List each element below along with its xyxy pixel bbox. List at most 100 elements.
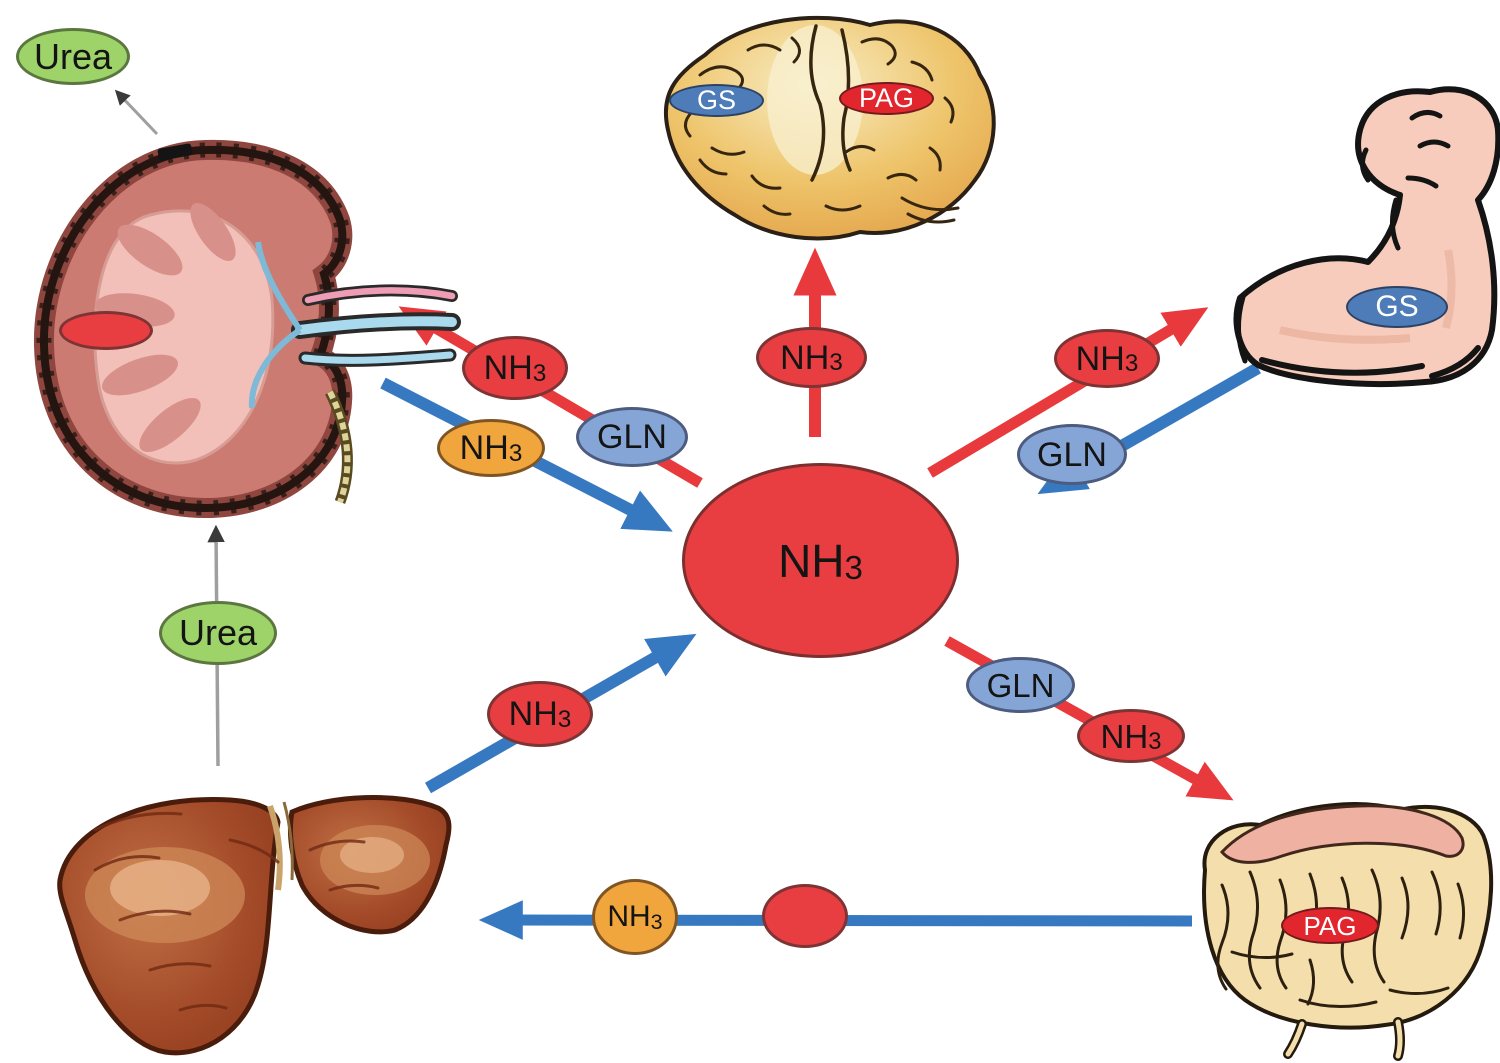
red-badge-gut-arrow: [762, 884, 848, 948]
kidney-pyramid: [102, 354, 178, 396]
shoulder-cut-line: [1235, 294, 1248, 364]
gyrus-line: [746, 43, 782, 52]
intestine-coil-lines: [1216, 868, 1465, 1009]
gs-badge-brain: GS: [669, 84, 764, 117]
nh3-text: NH: [459, 429, 509, 467]
coil-line: [1456, 882, 1465, 940]
arrow-center-to-muscle-red: [927, 307, 1209, 478]
cerebellum-line: [906, 212, 956, 224]
vein-branch-lower: [248, 327, 302, 409]
gyrus-line: [790, 36, 801, 64]
gln-text: GLN: [597, 418, 667, 456]
nh3-subscript: 3: [557, 705, 572, 733]
elbow-crease: [1429, 345, 1481, 379]
coil-line: [1247, 870, 1262, 990]
cerebellum-line: [900, 196, 960, 212]
brain-sulcus-highlight: [767, 25, 863, 175]
gyrus-line: [910, 60, 934, 82]
muscle-arm-illustration: [1233, 86, 1500, 387]
gyrus-line: [928, 146, 942, 172]
gs-text: GS: [1375, 290, 1419, 323]
intestine-tail: [1395, 1019, 1403, 1059]
finger-line: [1409, 110, 1443, 121]
kidney-pyramid: [190, 203, 236, 261]
gln-badge-muscle-arrow: GLN: [1017, 424, 1127, 485]
arrow-kidney-to-urea-gray: [114, 89, 159, 136]
kidney-serrated-rim: [36, 142, 350, 516]
nh3-subscript: 3: [650, 909, 663, 935]
coil-line: [1298, 998, 1378, 1009]
texture-line: [228, 838, 280, 864]
nh3-text: NH: [1075, 339, 1125, 378]
gyrus-line: [824, 204, 862, 212]
texture-line: [178, 1003, 228, 1012]
brain-illustration: [663, 15, 996, 241]
forearm-shading: [1442, 249, 1456, 330]
pag-text: PAG: [858, 83, 914, 113]
pag-badge-brain: PAG: [839, 82, 934, 115]
nh3-text: NH: [1100, 717, 1149, 755]
coil-line: [1430, 870, 1442, 936]
texture-line: [118, 909, 192, 922]
gyrus-line: [750, 174, 782, 190]
arm-shading: [1279, 326, 1411, 344]
red-enzyme-badge-kidney: [59, 311, 153, 350]
coil-line: [1388, 986, 1450, 995]
urea-badge-kidney: Urea: [16, 28, 130, 85]
coil-line: [1370, 868, 1386, 984]
kidney-vessels: [248, 241, 461, 409]
finger-line: [1417, 139, 1451, 149]
liver-illustration: [57, 794, 452, 1056]
renal-artery: [304, 287, 456, 304]
gyrus-line: [710, 146, 746, 156]
falciform-ligament: [267, 805, 283, 891]
texture-line: [148, 962, 212, 972]
texture-line: [308, 839, 366, 852]
nh3-subscript: 3: [1124, 350, 1139, 378]
liver-texture-lines: [93, 811, 380, 1012]
nh3-text: NH: [508, 695, 558, 733]
ligament-line: [282, 801, 294, 881]
nh3-text: NH: [483, 349, 533, 387]
coil-line: [1216, 883, 1230, 991]
bicep-crease: [1259, 357, 1425, 376]
nh3-text: NH: [780, 338, 830, 377]
renal-vein: [295, 316, 457, 335]
brain-gyri-lines: [684, 24, 960, 224]
coil-line: [1230, 950, 1294, 959]
gyrus-line: [698, 158, 728, 176]
arm-detail-lines: [1235, 110, 1481, 379]
intestine-tail: [1285, 1021, 1305, 1057]
coil-line: [1306, 958, 1315, 1006]
texture-line: [93, 811, 183, 832]
gyrus-line: [886, 173, 918, 182]
central-sulcus-line: [809, 24, 826, 182]
kidney-pyramid: [117, 224, 183, 276]
central-sulcus-line: [840, 28, 852, 172]
nh3-subscript: 3: [508, 439, 523, 467]
kidney-illustration: [33, 139, 461, 519]
gln-text: GLN: [986, 666, 1055, 704]
texture-line: [328, 883, 380, 892]
kidney-pyramids: [95, 203, 236, 452]
gs-badge-muscle: GS: [1346, 286, 1448, 328]
gs-text: GS: [696, 85, 736, 115]
gyrus-line: [762, 204, 792, 216]
gyrus-line: [860, 37, 897, 66]
texture-line: [93, 855, 161, 872]
gyrus-line: [698, 65, 744, 91]
duodenum-band: [1219, 804, 1465, 864]
pag-badge-intestine: PAG: [1281, 907, 1379, 944]
vessel-branch: [301, 351, 454, 364]
thumb-line: [1360, 147, 1371, 183]
wrist-line: [1390, 197, 1401, 251]
pag-text: PAG: [1303, 910, 1357, 941]
